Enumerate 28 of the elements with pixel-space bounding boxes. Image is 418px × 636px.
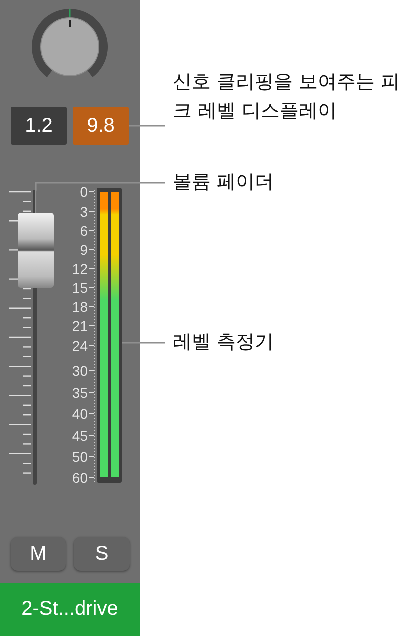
- leader-line: [122, 342, 165, 344]
- leader-line: [35, 182, 165, 213]
- scale-number: 50: [71, 449, 88, 465]
- value-display: 1.2: [11, 107, 67, 145]
- scale-number: 12: [71, 261, 88, 277]
- level-meter: [97, 188, 122, 483]
- scale-number: 60: [71, 470, 88, 486]
- callout-text: 신호 클리핑을 보여주는 피크 레벨 디스플레이: [173, 68, 413, 128]
- scale-number: 9: [79, 242, 88, 258]
- scale-number: 24: [71, 338, 88, 354]
- scale-number: 21: [71, 318, 88, 334]
- scale-number: 30: [71, 363, 88, 379]
- scale-number: 6: [79, 223, 88, 239]
- leader-line: [129, 125, 165, 127]
- scale-number: 40: [71, 406, 88, 422]
- fader-cap: [18, 213, 54, 288]
- scale-number: 35: [71, 385, 88, 401]
- scale-number: 45: [71, 428, 88, 444]
- scale-number: 18: [71, 299, 88, 315]
- mute-button: M: [11, 537, 66, 571]
- peak-level-display: 9.8: [73, 107, 129, 145]
- callout-text: 레벨 측정기: [173, 328, 373, 358]
- solo-button: S: [74, 537, 130, 571]
- scale-number: 3: [79, 204, 88, 220]
- scale-number: 15: [71, 280, 88, 296]
- callout-text: 볼륨 페이더: [173, 168, 373, 198]
- scale-number: 0: [79, 184, 88, 200]
- track-name-bar: 2-St...drive: [0, 583, 140, 636]
